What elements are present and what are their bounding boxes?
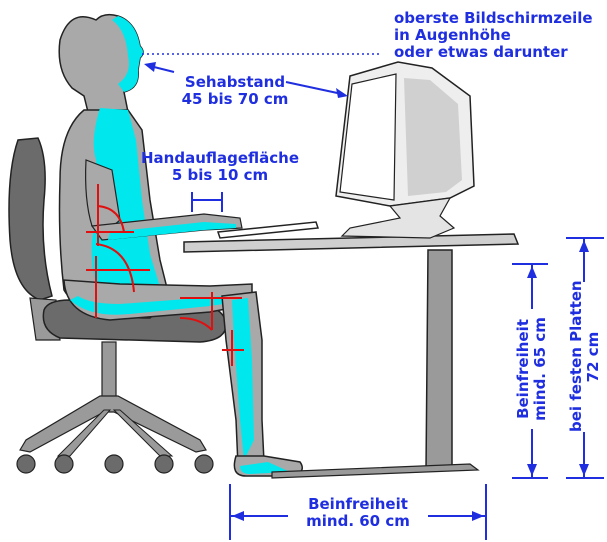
chair-base (20, 396, 206, 452)
chair-post (102, 342, 116, 402)
wrist-rest-line-1: Handauflagefläche (140, 150, 300, 167)
viewing-distance-line-2: 45 bis 70 cm (150, 91, 320, 108)
chair-caster (105, 455, 123, 473)
legroom-width-label: Beinfreiheit mind. 60 cm (288, 496, 428, 530)
viewing-distance-label: Sehabstand 45 bis 70 cm (150, 74, 320, 108)
chair-caster (17, 455, 35, 473)
monitor-height-line-3: oder etwas darunter (394, 44, 593, 61)
monitor-height-label: oberste Bildschirmzeile in Augenhöhe ode… (394, 10, 593, 61)
chair-backrest (9, 138, 52, 300)
legroom-width-line-2: mind. 60 cm (288, 513, 428, 530)
chair-caster (55, 455, 73, 473)
legroom-height-line-1: Beinfreiheit (515, 309, 532, 429)
desk-height-label: bei festen Platten 72 cm (568, 282, 602, 432)
desk-height-line-1: bei festen Platten (568, 282, 585, 432)
monitor-height-line-1: oberste Bildschirmzeile (394, 10, 593, 27)
wrist-rest-label: Handauflagefläche 5 bis 10 cm (140, 150, 300, 184)
wrist-rest-line-2: 5 bis 10 cm (140, 167, 300, 184)
monitor (336, 62, 474, 238)
chair-caster (195, 455, 213, 473)
legroom-width-line-1: Beinfreiheit (288, 496, 428, 513)
legroom-height-label: Beinfreiheit mind. 65 cm (515, 309, 549, 429)
desk-height-line-2: 72 cm (585, 282, 602, 432)
legroom-height-line-2: mind. 65 cm (532, 309, 549, 429)
monitor-height-line-2: in Augenhöhe (394, 27, 593, 44)
chair-caster (155, 455, 173, 473)
viewing-distance-line-1: Sehabstand (150, 74, 320, 91)
desk-leg (426, 250, 452, 470)
